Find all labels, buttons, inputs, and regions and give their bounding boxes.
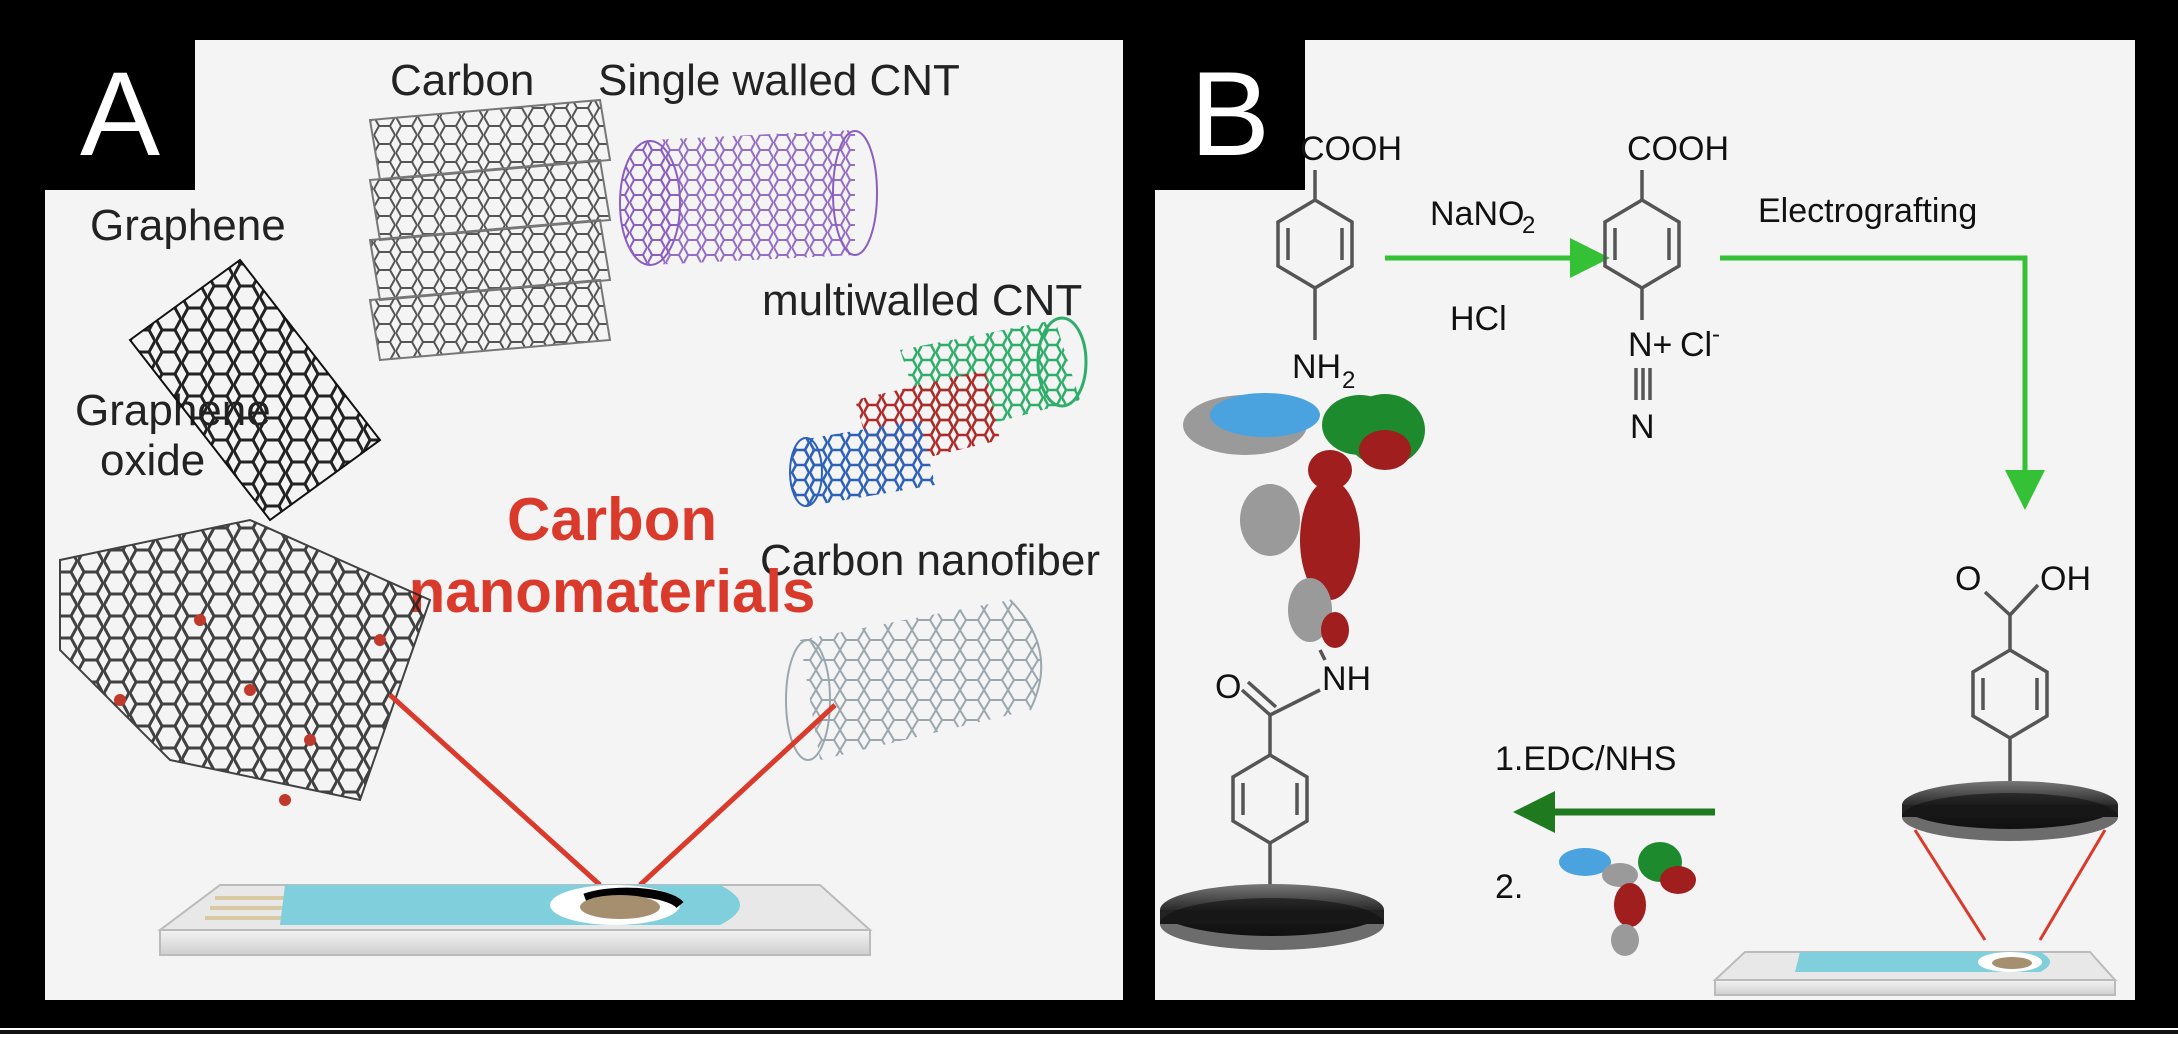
mol2-cl: Cl <box>1680 326 1712 364</box>
step-electrografting: Electrografting <box>1758 192 1977 230</box>
carbon-nanofiber-illustration <box>785 599 1043 761</box>
molecule-diazonium-salt: COOH N+ Cl - N <box>1603 130 1729 446</box>
single-walled-cnt-illustration <box>619 130 878 266</box>
conjugate-nh: NH <box>1322 660 1371 698</box>
label-multiwalled-cnt: multiwalled CNT <box>762 276 1082 325</box>
mol1-nh2: NH <box>1292 348 1341 386</box>
graphene-illustration <box>128 258 382 522</box>
panel-b-letter: B <box>1190 47 1270 181</box>
bottom-rule <box>0 1030 2178 1034</box>
large-antibody-illustration <box>1183 393 1425 648</box>
label-center-carbon: Carbon <box>507 486 717 553</box>
label-graphene: Graphene <box>90 201 286 250</box>
small-antibody-illustration <box>1559 842 1696 956</box>
label-center-nanomaterials: nanomaterials <box>409 558 816 625</box>
reagent-hcl: HCl <box>1450 300 1507 338</box>
screen-printed-electrode-illustration <box>157 884 873 956</box>
mol1-cooh: COOH <box>1300 130 1402 168</box>
multiwalled-cnt-illustration <box>789 316 1088 507</box>
grafted-benzoic-acid: O OH <box>1902 560 2118 941</box>
conjugate-carbonyl-o: O <box>1215 668 1241 706</box>
antibody-conjugate-molecule: NH O <box>1160 649 1384 950</box>
mol2-cooh: COOH <box>1627 130 1729 168</box>
mol2-n-plus: N+ <box>1628 326 1672 364</box>
reagent-nano2-subscript: 2 <box>1522 212 1535 239</box>
reagent-nano2: NaNO <box>1430 195 1524 233</box>
molecule-aminobenzoic-acid: COOH NH 2 <box>1276 130 1402 394</box>
leader-line-right <box>638 703 837 887</box>
arrow-electrografting <box>1720 255 2045 510</box>
panel-a-letter: A <box>80 47 160 181</box>
mol2-terminal-n: N <box>1630 408 1655 446</box>
grafted-carbonyl-o: O <box>1955 560 1981 598</box>
step-edc-nhs: 1.EDC/NHS <box>1495 740 1676 778</box>
label-carbon: Carbon <box>390 56 534 105</box>
panel-a-letter-box <box>45 40 195 190</box>
label-graphene-oxide-2: oxide <box>100 436 205 485</box>
mol2-cl-sup: - <box>1712 321 1720 348</box>
label-single-walled-cnt: Single walled CNT <box>598 56 960 105</box>
graphene-oxide-illustration <box>59 518 432 806</box>
small-electrode-strip <box>1712 951 2118 996</box>
graphite-stack-illustration <box>368 98 612 362</box>
step-antibody: 2. <box>1495 868 1523 906</box>
panel-b-letter-box <box>1155 40 1305 190</box>
label-carbon-nanofiber: Carbon nanofiber <box>760 536 1100 585</box>
panel-b: B COOH NH 2 NaNO 2 HCl COOH N+ Cl - <box>1155 40 2135 1000</box>
grafted-oh: OH <box>2040 560 2091 598</box>
leader-line-left <box>388 693 602 887</box>
panel-a: A Carbon Single walled CNT Graphene mult… <box>45 40 1123 1000</box>
mol1-nh2-subscript: 2 <box>1342 367 1355 394</box>
